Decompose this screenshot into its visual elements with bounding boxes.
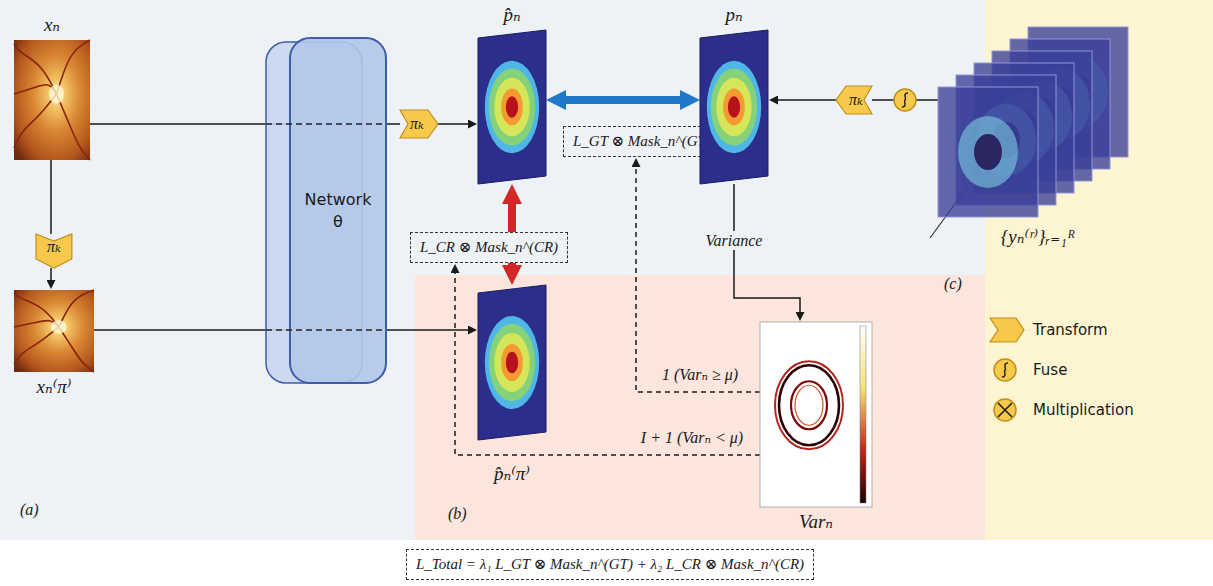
panel-label-holder: (c): [944, 274, 962, 293]
legend-text: Transform: [1033, 321, 1108, 339]
image-label: xₙ: [44, 14, 60, 36]
flow-arrow: [50, 160, 52, 234]
loss-text: L_GT ⊗ Mask_n^(GT): [573, 133, 711, 149]
flow-arrow: [386, 123, 400, 125]
loss-box: L_GT ⊗ Mask_n^(GT): [563, 126, 721, 157]
heatmap-image: p̂ₙ⁽π⁾: [478, 285, 546, 440]
mask-arrow: [455, 273, 760, 455]
formula-box: L_Total = λ₁ L_GT ⊗ Mask_n^(GT) + λ₂ L_C…: [406, 549, 814, 580]
symbol-label: πₖ: [47, 238, 61, 256]
loss-text: L_CR ⊗ Mask_n^(CR): [420, 239, 558, 255]
panel-label-holder: (b): [448, 504, 467, 523]
transform-symbol: πₖ: [836, 86, 872, 114]
network-label: Network θ: [300, 189, 376, 233]
network-block-art: [290, 38, 386, 383]
image-label: xₙ⁽π⁾: [37, 376, 72, 398]
legend-transform-icon: [990, 318, 1024, 342]
panel-label-holder: (a): [20, 500, 39, 519]
image-label: pₙ: [725, 4, 742, 26]
loss-arrow: [566, 96, 680, 104]
transform-symbol: πₖ: [400, 110, 438, 138]
loss-text: L_Total = λ₁ L_GT ⊗ Mask_n^(GT) + λ₂ L_C…: [416, 556, 804, 572]
panel-label: (c): [944, 274, 962, 293]
legend-text: Fuse: [1033, 361, 1067, 379]
symbol-label: πₖ: [410, 115, 424, 133]
variance-map-art: [760, 322, 872, 507]
variance-map: Varₙ: [760, 322, 872, 507]
heatmap-image: p̂ₙ: [478, 30, 546, 184]
fundus-image: xₙ: [14, 40, 90, 160]
fundus-image-art: [14, 290, 94, 372]
legend-fuse-icon: [994, 359, 1016, 381]
heatmap-image-art: [478, 30, 546, 184]
edge-label: Variance: [703, 231, 766, 250]
fundus-image-art: [14, 40, 90, 160]
flow-arrow: [386, 329, 468, 331]
legend-item: Fuse: [1033, 361, 1067, 379]
heatmap-image-art: [700, 30, 768, 184]
image-label: {yₙ⁽ʳ⁾}ᵣ₌₁ᴿ: [1001, 226, 1075, 248]
edge-label-holder: I + 1 (Varₙ < μ): [638, 428, 746, 447]
legend-text: Multiplication: [1033, 401, 1134, 419]
network-block: Network θ: [290, 38, 386, 383]
panel-a-ground: [0, 0, 985, 540]
image-label: Varₙ: [799, 511, 833, 533]
legend-item: Transform: [1033, 321, 1108, 339]
heatmap-image-art: [478, 285, 546, 440]
legend-multiplication-icon: [994, 399, 1016, 421]
fuse-symbol: [894, 89, 916, 111]
image-label: p̂ₙ: [503, 4, 520, 26]
flow-arrow: [50, 268, 52, 280]
mask-arrow: [636, 167, 760, 392]
heatmap-image: pₙ: [700, 30, 768, 184]
image-label: p̂ₙ⁽π⁾: [494, 463, 530, 485]
loss-box: L_CR ⊗ Mask_n^(CR): [410, 232, 568, 263]
legend-item: Multiplication: [1033, 401, 1134, 419]
flow-arrow: [94, 329, 290, 331]
symbol-label: πₖ: [849, 91, 863, 109]
panel-label: (b): [448, 504, 467, 523]
flow-arrow: [90, 123, 290, 125]
edge-label: I + 1 (Varₙ < μ): [638, 428, 746, 447]
fundus-image: xₙ⁽π⁾: [14, 290, 94, 372]
label-stack-art: [938, 25, 1138, 220]
edge-label-holder: Variance: [703, 231, 766, 250]
label-stack: {yₙ⁽ʳ⁾}ᵣ₌₁ᴿ: [938, 25, 1138, 220]
edge-label-holder: 1 (Varₙ ≥ μ): [659, 365, 741, 384]
panel-label: (a): [20, 500, 39, 519]
flow-arrow: [778, 99, 836, 101]
panel-b-ground: [415, 275, 985, 540]
edge-label: 1 (Varₙ ≥ μ): [659, 365, 741, 384]
flow-arrow: [438, 123, 468, 125]
transform-symbol: πₖ: [36, 234, 72, 268]
